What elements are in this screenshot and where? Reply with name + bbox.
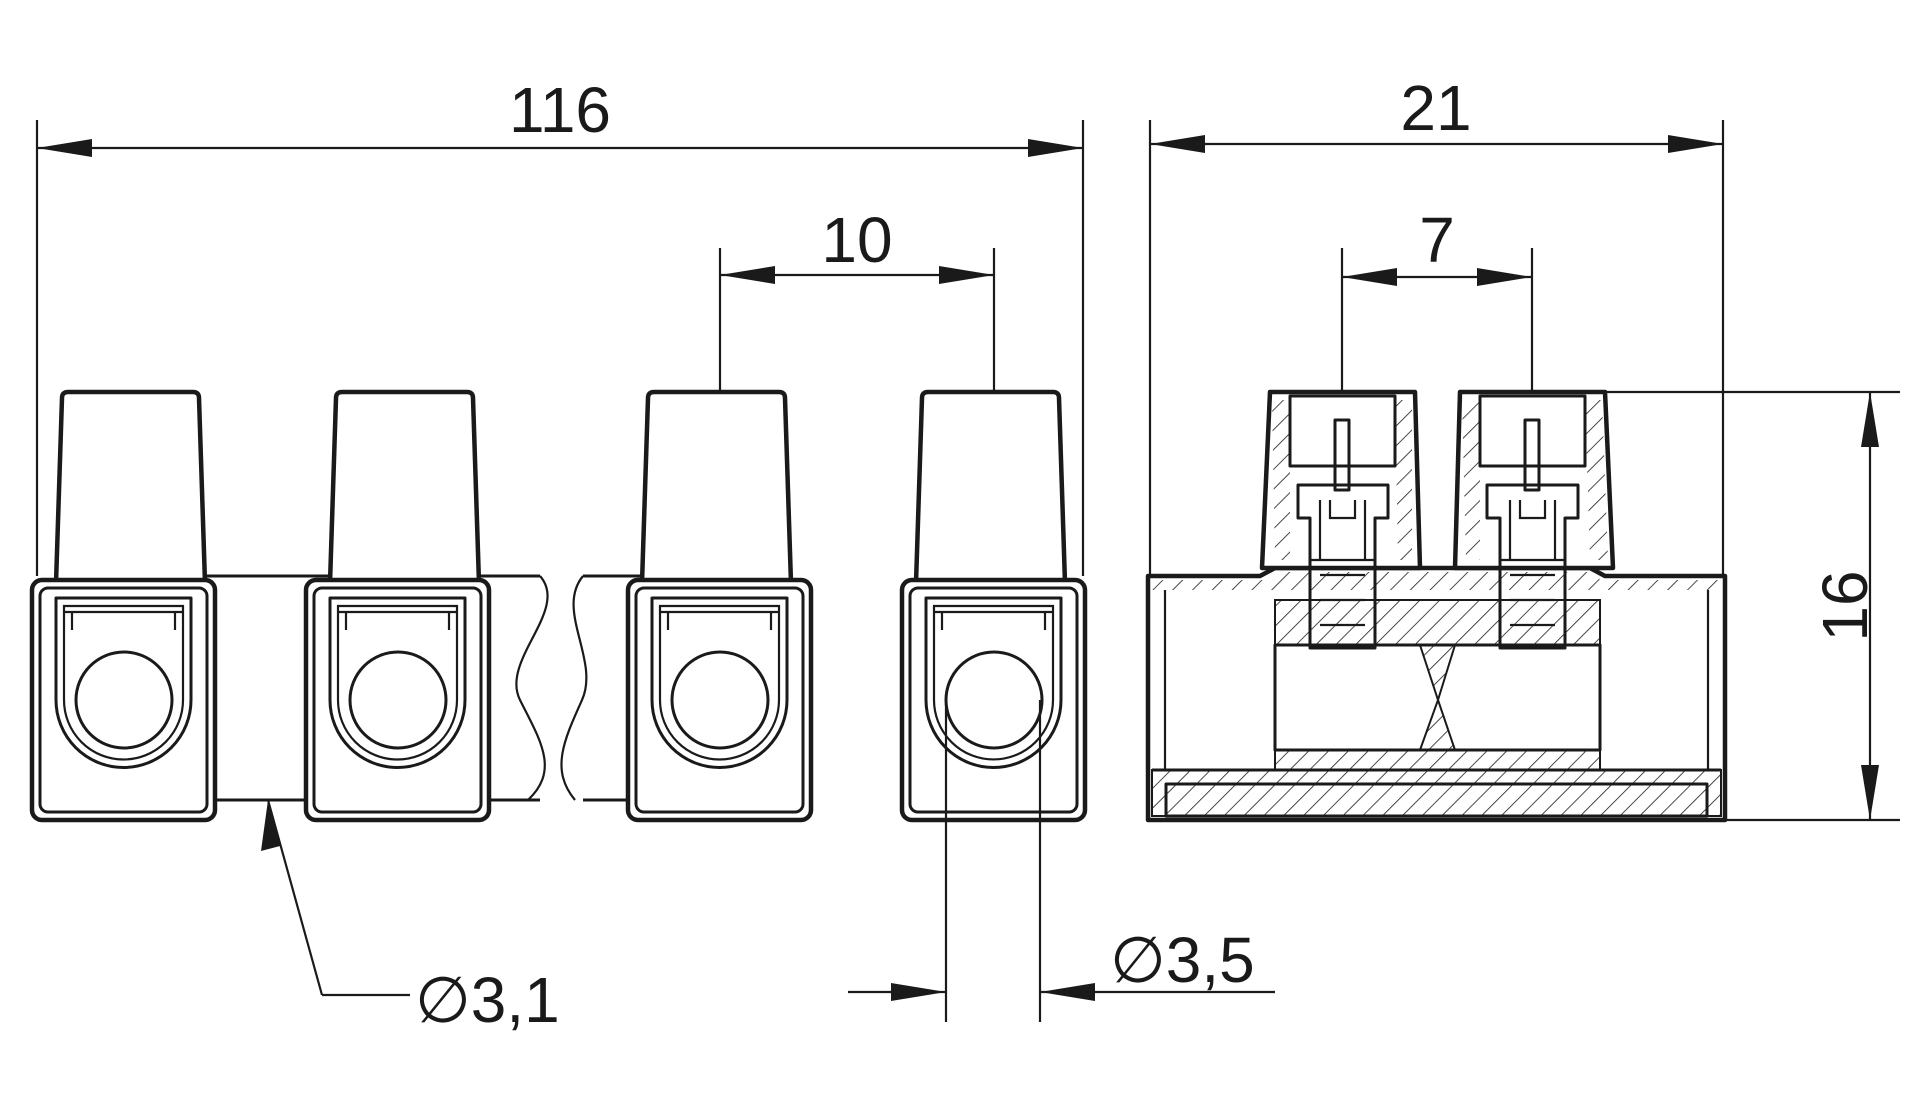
front-view: 116 10 ∅3,1 ∅3,5 [29, 74, 1275, 1036]
dimension-label-16: 16 [1809, 570, 1881, 641]
dimension-label-116: 116 [509, 74, 611, 146]
side-view: 21 7 16 [1145, 72, 1900, 823]
leader-mount-hole: ∅3,1 [261, 799, 560, 1036]
dimension-21: 21 [1148, 72, 1725, 576]
terminal-2 [303, 577, 492, 823]
side-body [1145, 565, 1728, 823]
dimension-label-10: 10 [821, 204, 892, 276]
dimension-7: 7 [1340, 204, 1534, 392]
dimension-116: 116 [35, 74, 1085, 576]
dimension-16: 16 [1605, 390, 1900, 822]
screw-tower-left [1259, 389, 1423, 650]
dimension-wire-entry: ∅3,5 [848, 700, 1275, 1022]
terminal-1 [29, 577, 218, 823]
dimension-10: 10 [718, 204, 996, 392]
terminal-3 [625, 577, 814, 823]
dimension-label-wire-entry: ∅3,5 [1110, 924, 1255, 996]
dimension-label-21: 21 [1400, 72, 1471, 144]
dimension-label-7: 7 [1419, 204, 1455, 276]
dimension-label-mount-hole: ∅3,1 [415, 964, 560, 1036]
terminal-tops [53, 389, 1068, 586]
terminal-4 [899, 577, 1088, 823]
